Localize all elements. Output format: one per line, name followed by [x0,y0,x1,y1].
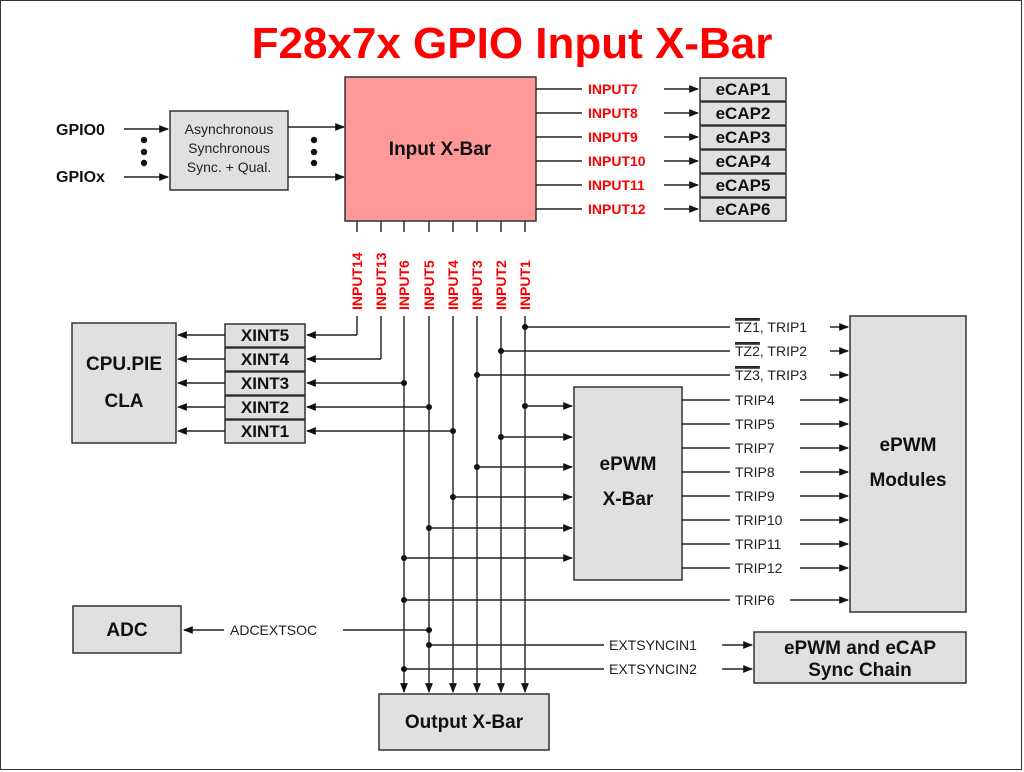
trip6-junction [401,597,407,603]
vertical-input-label: INPUT13 [373,252,389,310]
trip-label: TRIP8 [735,464,775,480]
trip-label: TRIP5 [735,416,775,432]
ecap-block-label: eCAP4 [716,152,771,171]
ecap-block-label: eCAP6 [716,200,771,219]
vertical-input-label: INPUT5 [421,260,437,310]
trip-name: , TRIP3 [760,367,807,383]
trip6-label: TRIP6 [735,592,775,608]
page-title: F28x7x GPIO Input X-Bar [252,19,773,68]
input-xbar-label: Input X-Bar [389,139,492,160]
epwm-xbar-label-2: X-Bar [603,489,654,510]
input-xbar-block [344,76,537,222]
vertical-input-label: INPUT3 [469,260,485,310]
ecap-block-label: eCAP1 [716,80,771,99]
trip-label: TRIP10 [735,512,783,528]
tz-junction [522,324,528,330]
ecap-block [699,149,787,174]
epwm-modules-label-1: ePWM [880,435,937,456]
trip-name: , TRIP2 [760,343,807,359]
trip-name: , TRIP1 [760,319,807,335]
ecap-signal-label: INPUT8 [588,105,638,121]
trip-label: TRIP7 [735,440,775,456]
extsyncin2-label: EXTSYNCIN2 [609,661,697,677]
sync-chain-label-1: ePWM and eCAP [784,638,936,659]
cpu-pie-label: CPU.PIE [86,354,162,375]
sync-block-line-3: Sync. + Qual. [187,159,271,175]
vertical-inputs-group: INPUT14 INPUT13 INPUT6 INPUT5 INPUT4 INPUT3 IN… [349,221,533,693]
tz-trip-label: TZ1, TRIP1 [735,319,807,335]
ecap-signal-label: INPUT9 [588,129,638,145]
ecap-block [699,125,787,150]
ecap-block-label: eCAP2 [716,104,771,123]
ecap-block [699,77,787,102]
vertical-input-label: INPUT14 [349,252,365,310]
sync-qual-block [169,110,289,191]
sync-chain-label-2: Sync Chain [808,660,911,681]
epwm-xbar-label-1: ePWM [600,454,657,475]
trip-label: TRIP12 [735,560,783,576]
tz-junction [474,372,480,378]
cpu-pie-cla-block [71,322,177,444]
xint-label: XINT2 [241,398,289,417]
xint-label: XINT3 [241,374,289,393]
ecap-signal-label: INPUT7 [588,81,638,97]
extsyncin1-junction [426,642,432,648]
gpiox-label: GPIOx [56,169,105,186]
ecap-signal-label: INPUT10 [588,153,646,169]
tz-trip-label: TZ3, TRIP3 [735,367,807,383]
ecap-block-label: eCAP3 [716,128,771,147]
adc-block [72,605,182,654]
tz-junction [498,348,504,354]
sync-block-line-2: Synchronous [188,140,270,156]
vertical-input-label: INPUT1 [517,260,533,310]
ecap-block-label: eCAP5 [716,176,771,195]
sync-block-line-1: Asynchronous [185,121,274,137]
sync-chain-block [753,631,967,684]
output-xbar-label: Output X-Bar [405,712,524,733]
vertical-input-label: INPUT6 [396,260,412,310]
xint-junction [401,380,407,386]
ecap-block [699,197,787,222]
trip-label: TRIP9 [735,488,775,504]
cla-label: CLA [104,391,143,412]
extsyncin1-label: EXTSYNCIN1 [609,637,697,653]
trip-group: TRIP4TRIP5TRIP7TRIP8TRIP9TRIP10TRIP11TRI… [401,392,849,608]
output-xbar-block [378,693,550,751]
vertical-input-label: INPUT2 [493,260,509,310]
adcextsoc-label: ADCEXTSOC [230,622,317,638]
xint-label: XINT1 [241,422,289,441]
gpio0-label: GPIO0 [56,122,105,139]
tz-overline-name: TZ1 [735,319,760,335]
ecap-block [699,101,787,126]
ecap-block [699,173,787,198]
xint-junction [426,404,432,410]
adc-label: ADC [106,620,147,641]
epwm-xbar-block [573,386,683,581]
adcextsoc-junction [426,627,432,633]
epwm-modules-block [849,315,967,613]
ecap-signal-label: INPUT11 [588,177,645,193]
ellipsis-dots-left [140,136,148,167]
ecap-signal-label: INPUT12 [588,201,646,217]
tz-overline-name: TZ2 [735,343,760,359]
tz-trip-label: TZ2, TRIP2 [735,343,807,359]
epwm-modules-label-2: Modules [869,470,946,491]
xint-label: XINT4 [241,350,290,369]
trip-label: TRIP4 [735,392,775,408]
xint-junction [450,428,456,434]
ellipsis-dots-right [310,136,318,167]
trip-label: TRIP11 [735,536,782,552]
tz-overline-name: TZ3 [735,367,760,383]
xint-label: XINT5 [241,326,289,345]
vertical-input-label: INPUT4 [445,260,461,310]
extsyncin2-junction [401,666,407,672]
